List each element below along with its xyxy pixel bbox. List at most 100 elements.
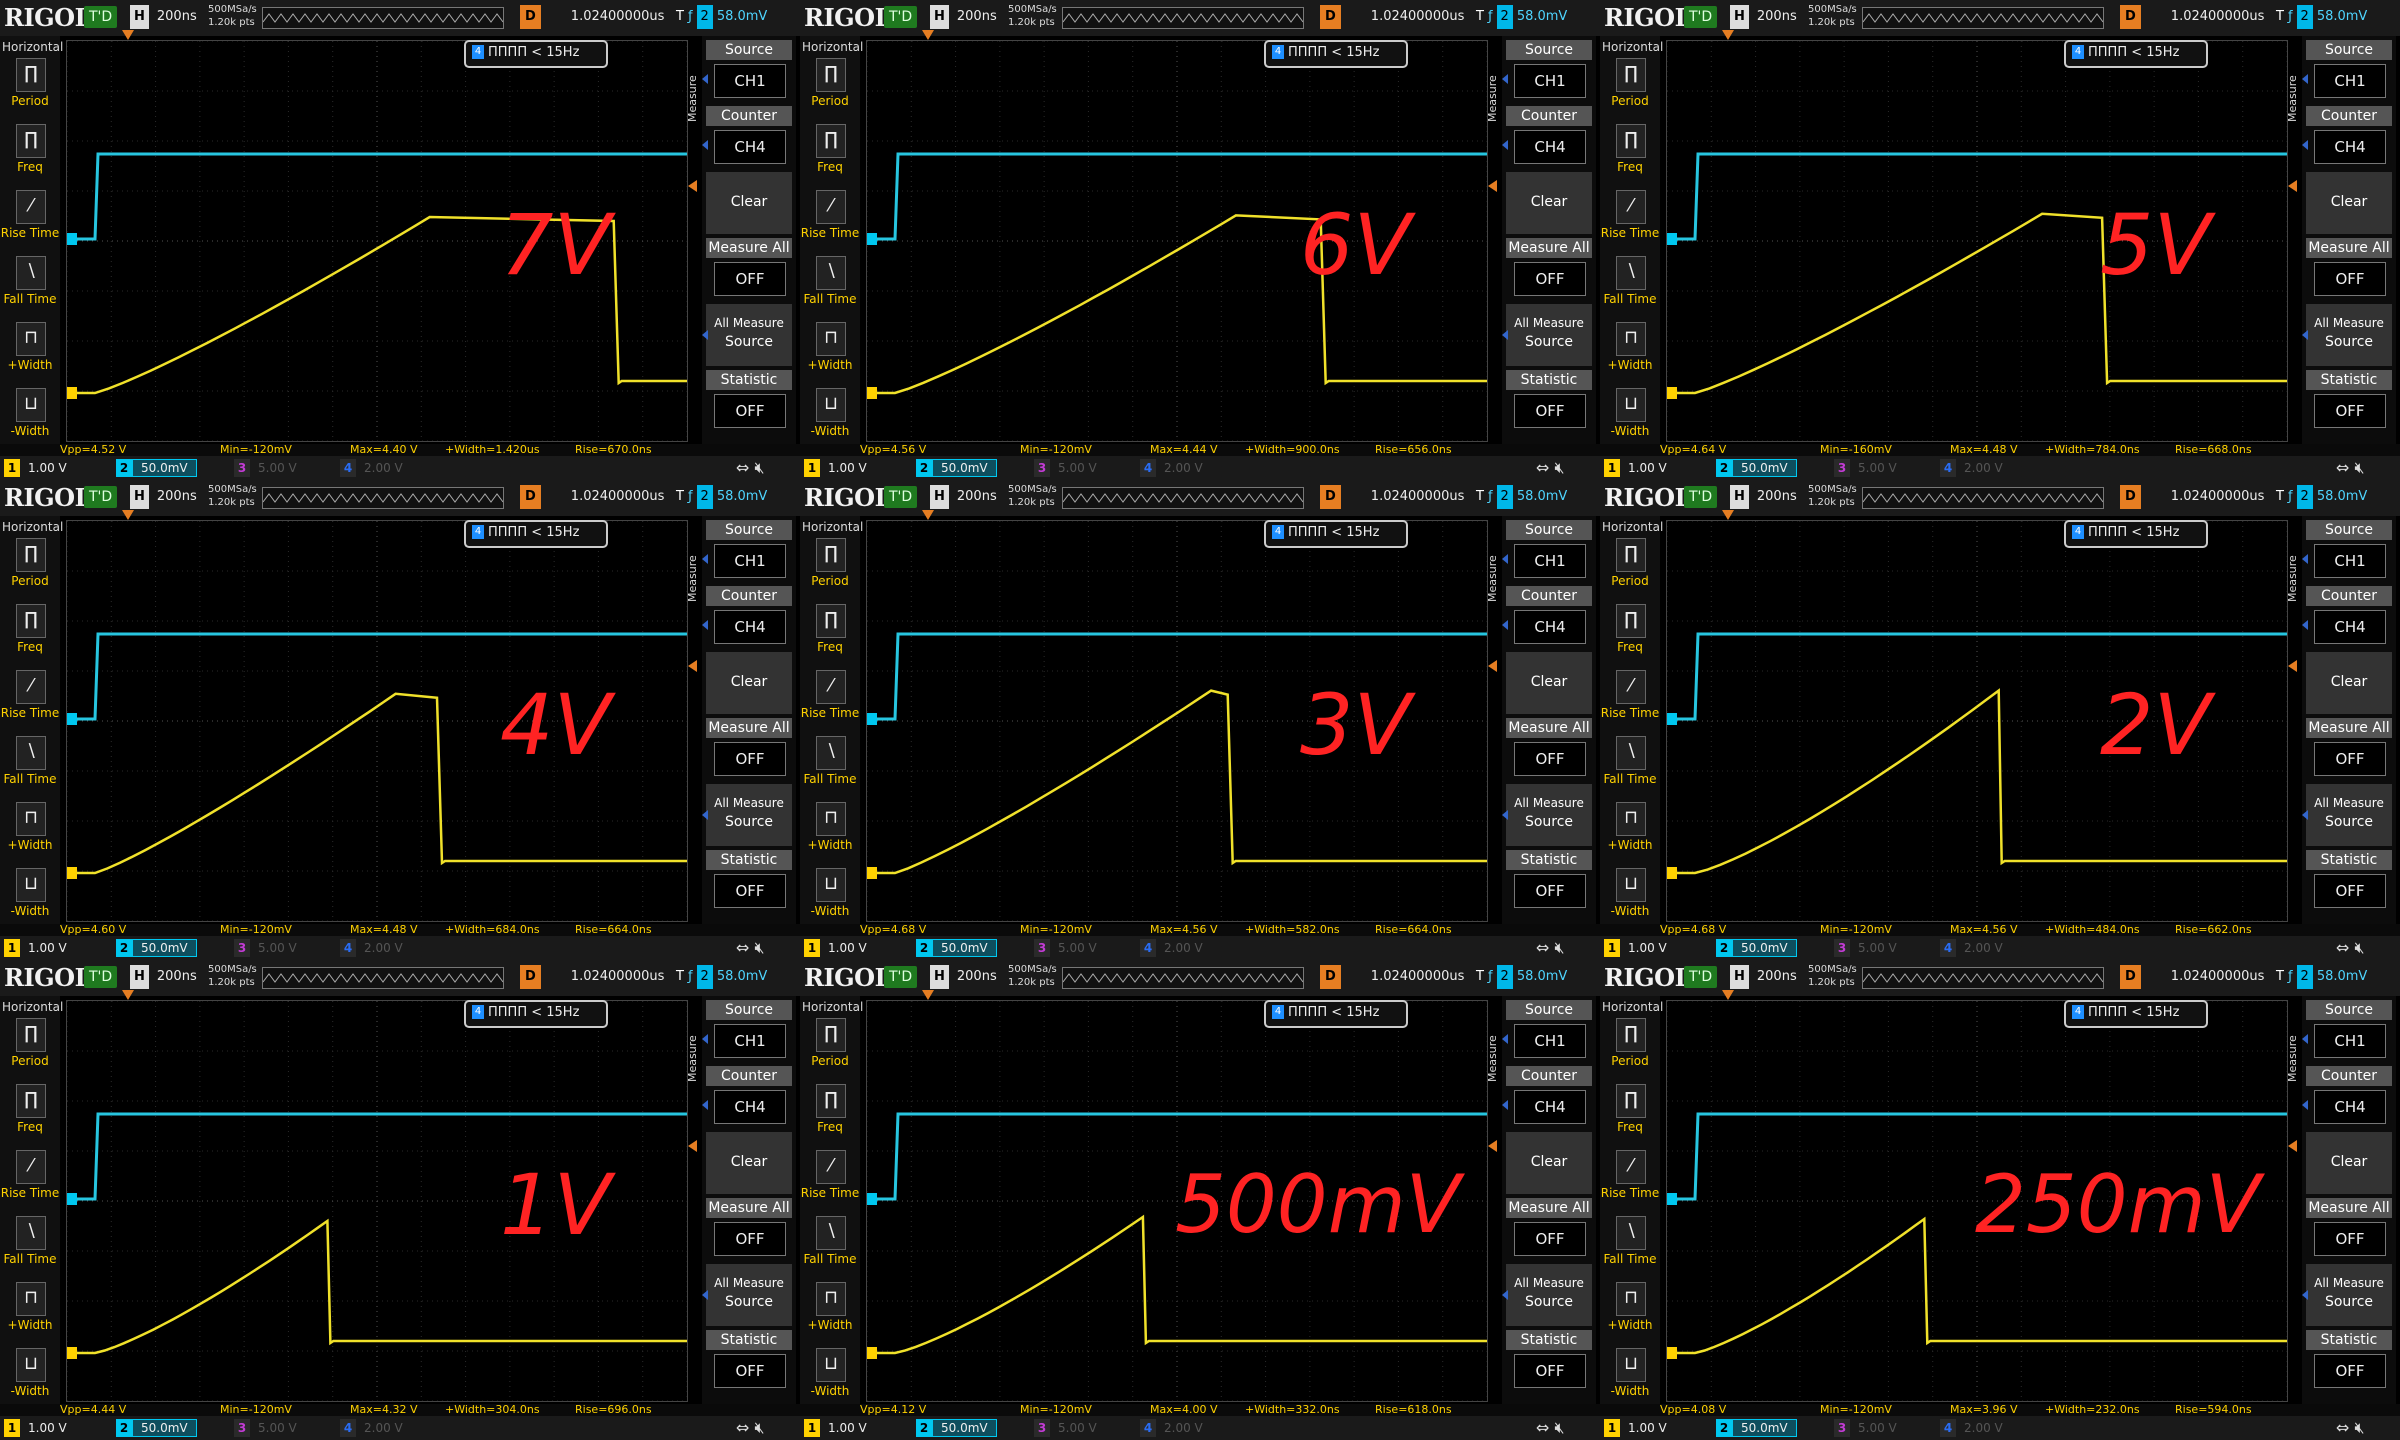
ch1-offset-marker[interactable] <box>1667 867 1677 879</box>
trigger-position-marker[interactable] <box>922 990 934 1000</box>
measure--width-button[interactable]: ⊔-Width <box>1600 1348 1660 1414</box>
waveform-display[interactable] <box>1666 520 2288 922</box>
ch1-offset-marker[interactable] <box>867 1347 877 1359</box>
memory-overview-strip[interactable] <box>262 7 504 29</box>
measure-period-button[interactable]: ∏Period <box>0 1018 60 1084</box>
measure-rise-time-button[interactable]: ⁄Rise Time <box>0 190 60 256</box>
measure--width-button[interactable]: ⊔-Width <box>1600 388 1660 454</box>
clear-softkey[interactable]: Clear <box>2306 172 2392 234</box>
measure-fall-time-button[interactable]: ∖Fall Time <box>800 736 860 802</box>
waveform-display[interactable] <box>66 1000 688 1402</box>
waveform-display[interactable] <box>866 40 1488 442</box>
memory-overview-strip[interactable] <box>1062 487 1304 509</box>
measure--width-button[interactable]: ⊓+Width <box>800 322 860 388</box>
measure-fall-time-button[interactable]: ∖Fall Time <box>0 1216 60 1282</box>
trigger-level-marker[interactable] <box>2288 660 2297 672</box>
measure-fall-time-button[interactable]: ∖Fall Time <box>800 256 860 322</box>
clear-softkey[interactable]: Clear <box>706 1132 792 1194</box>
measure--width-button[interactable]: ⊓+Width <box>800 1282 860 1348</box>
clear-softkey[interactable]: Clear <box>1506 652 1592 714</box>
measure--width-button[interactable]: ⊓+Width <box>0 322 60 388</box>
measure-freq-button[interactable]: ∏Freq <box>800 124 860 190</box>
ch2-offset-marker[interactable] <box>1667 1193 1677 1205</box>
run-stop-status[interactable]: T'D <box>1684 966 1718 988</box>
trigger-level-marker[interactable] <box>688 660 697 672</box>
run-stop-status[interactable]: T'D <box>884 966 918 988</box>
measure-freq-button[interactable]: ∏Freq <box>0 604 60 670</box>
measure-period-button[interactable]: ∏Period <box>800 1018 860 1084</box>
ch2-offset-marker[interactable] <box>867 1193 877 1205</box>
run-stop-status[interactable]: T'D <box>84 6 118 28</box>
clear-softkey[interactable]: Clear <box>1506 1132 1592 1194</box>
run-stop-status[interactable]: T'D <box>84 966 118 988</box>
trigger-position-marker[interactable] <box>922 510 934 520</box>
measure-rise-time-button[interactable]: ⁄Rise Time <box>0 670 60 736</box>
measure--width-button[interactable]: ⊓+Width <box>1600 322 1660 388</box>
ch1-offset-marker[interactable] <box>1667 387 1677 399</box>
measure-fall-time-button[interactable]: ∖Fall Time <box>800 1216 860 1282</box>
clear-softkey[interactable]: Clear <box>706 172 792 234</box>
measure-period-button[interactable]: ∏Period <box>0 538 60 604</box>
measure-freq-button[interactable]: ∏Freq <box>0 1084 60 1150</box>
waveform-display[interactable] <box>66 40 688 442</box>
ch2-offset-marker[interactable] <box>867 233 877 245</box>
trigger-level-marker[interactable] <box>1488 180 1497 192</box>
ch2-offset-marker[interactable] <box>1667 713 1677 725</box>
measure-period-button[interactable]: ∏Period <box>1600 1018 1660 1084</box>
clear-softkey[interactable]: Clear <box>706 652 792 714</box>
measure--width-button[interactable]: ⊓+Width <box>800 802 860 868</box>
trigger-level-marker[interactable] <box>1488 1140 1497 1152</box>
measure--width-button[interactable]: ⊓+Width <box>0 802 60 868</box>
trigger-position-marker[interactable] <box>1722 510 1734 520</box>
memory-overview-strip[interactable] <box>262 487 504 509</box>
measure-fall-time-button[interactable]: ∖Fall Time <box>0 736 60 802</box>
ch1-offset-marker[interactable] <box>867 867 877 879</box>
trigger-position-marker[interactable] <box>122 510 134 520</box>
measure--width-button[interactable]: ⊔-Width <box>0 1348 60 1414</box>
measure-freq-button[interactable]: ∏Freq <box>800 604 860 670</box>
measure--width-button[interactable]: ⊔-Width <box>1600 868 1660 934</box>
